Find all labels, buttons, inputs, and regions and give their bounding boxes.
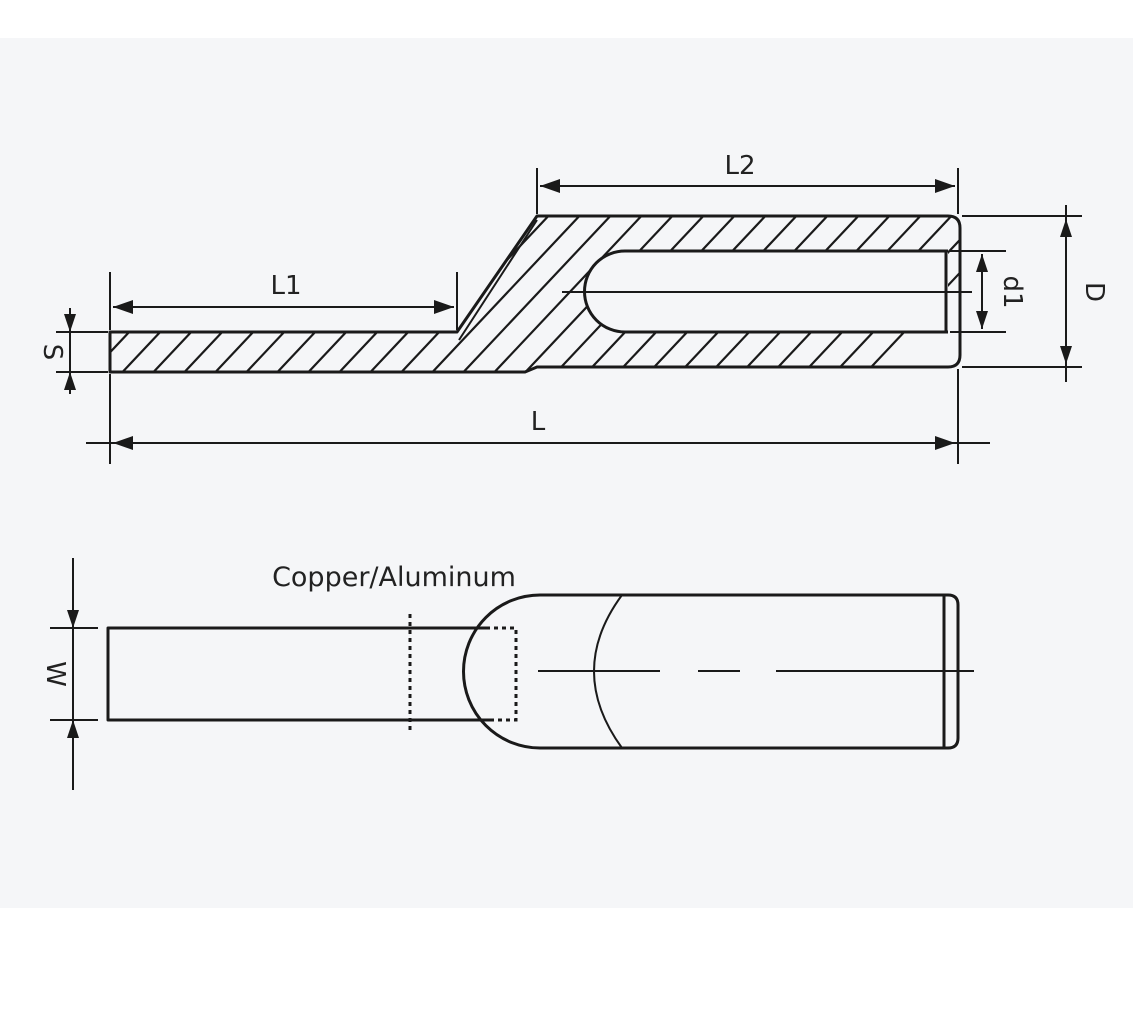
hatch-line [486,216,648,372]
dimension-l2: L2 [536,151,959,214]
label-d: D [1079,282,1109,302]
dimension-d: D [962,205,1109,382]
side-section-view: L2 L1 L S [37,151,1109,464]
palm-outline [106,626,492,722]
top-view: Copper/Aluminum W [40,558,974,790]
drawing-panel [0,38,1133,908]
material-label: Copper/Aluminum [272,562,516,593]
dimension-l1: L1 [109,271,458,330]
dimension-s: S [37,308,108,394]
label-w: W [40,661,70,687]
dimension-d1: d1 [950,250,1027,333]
dimension-l: L [86,369,990,464]
label-d1: d1 [997,275,1027,308]
label-l: L [531,407,546,437]
lug-body-outline [108,214,962,374]
barrel-outline [462,593,960,750]
hatch-line [455,216,617,372]
label-l2: L2 [724,151,755,181]
dotted-hidden-edge [486,626,518,722]
dimension-w: W [40,558,98,790]
label-s: S [37,344,67,361]
label-l1: L1 [270,271,301,301]
taper-line [458,219,538,341]
hatch-line [424,216,586,372]
